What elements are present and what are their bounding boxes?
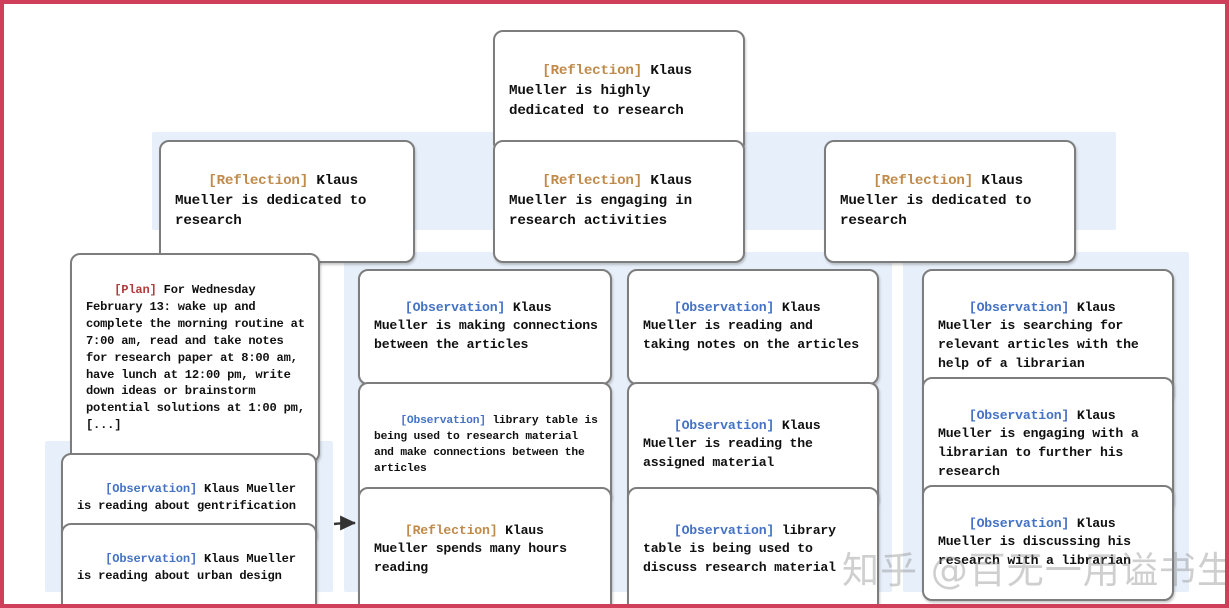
node-plan[interactable]: [Plan] For Wednesday February 13: wake u… <box>70 253 320 464</box>
node-tag: [Observation] <box>968 407 1070 423</box>
node-text: Klaus Mueller is dedicated to research <box>840 173 1040 230</box>
node-reflection-center[interactable]: [Reflection] Klaus Mueller is engaging i… <box>493 140 745 263</box>
node-text: For Wednesday February 13: wake up and c… <box>86 282 312 433</box>
node-reflection-hours-reading[interactable]: [Reflection] Klaus Mueller spends many h… <box>358 487 612 604</box>
node-text: Klaus Mueller is reading about gentrific… <box>77 482 303 514</box>
node-root-reflection[interactable]: [Reflection] Klaus Mueller is highly ded… <box>493 30 745 153</box>
node-tag: [Reflection] <box>542 63 643 80</box>
node-reflection-left[interactable]: [Reflection] Klaus Mueller is dedicated … <box>159 140 415 263</box>
node-text: library table is being used to research … <box>374 415 605 476</box>
node-observation-discussing-librarian[interactable]: [Observation] Klaus Mueller is discussin… <box>922 485 1174 601</box>
node-observation-library-table-connections[interactable]: [Observation] library table is being use… <box>358 382 612 505</box>
node-text: Klaus Mueller is engaging with a librari… <box>938 407 1147 479</box>
node-observation-assigned-material[interactable]: [Observation] Klaus Mueller is reading t… <box>627 382 879 508</box>
node-tag: [Observation] <box>968 299 1070 315</box>
node-text: Klaus Mueller is searching for relevant … <box>938 299 1147 371</box>
node-text: Klaus Mueller is engaging in research ac… <box>509 173 701 230</box>
node-text: Klaus Mueller is highly dedicated to res… <box>509 63 701 120</box>
node-tag: [Reflection] <box>404 522 498 538</box>
node-tag: [Reflection] <box>542 173 643 190</box>
node-text: Klaus Mueller is reading and taking note… <box>643 299 859 353</box>
node-tag: [Reflection] <box>208 173 309 190</box>
zhihu-watermark: 知乎 @百无一用谥书生 <box>842 549 1229 592</box>
node-observation-reading-notes[interactable]: [Observation] Klaus Mueller is reading a… <box>627 269 879 385</box>
node-tag: [Observation] <box>105 552 197 567</box>
node-tag: [Observation] <box>673 417 775 433</box>
node-text: Klaus Mueller is dedicated to research <box>175 173 375 230</box>
node-tag: [Observation] <box>404 299 506 315</box>
node-tag: [Plan] <box>114 282 157 297</box>
node-tag: [Observation] <box>673 299 775 315</box>
node-observation-connections[interactable]: [Observation] Klaus Mueller is making co… <box>358 269 612 385</box>
node-text: Klaus Mueller is reading the assigned ma… <box>643 417 829 471</box>
node-text: Klaus Mueller is discussing his research… <box>938 515 1139 569</box>
node-tag: [Reflection] <box>873 173 974 190</box>
node-tag: [Observation] <box>968 515 1070 531</box>
node-tag: [Observation] <box>400 415 486 428</box>
node-observation-library-table-discuss[interactable]: [Observation] library table is being use… <box>627 487 879 604</box>
node-tag: [Observation] <box>105 482 197 497</box>
node-observation-urban-design[interactable]: [Observation] Klaus Mueller is reading a… <box>61 523 317 604</box>
node-text: library table is being used to discuss r… <box>643 522 844 576</box>
node-reflection-right[interactable]: [Reflection] Klaus Mueller is dedicated … <box>824 140 1076 263</box>
node-text: Klaus Mueller is reading about urban des… <box>77 552 303 584</box>
node-text: Klaus Mueller is making connections betw… <box>374 299 606 353</box>
node-tag: [Observation] <box>673 522 775 538</box>
node-text: Klaus Mueller spends many hours reading <box>374 522 575 576</box>
